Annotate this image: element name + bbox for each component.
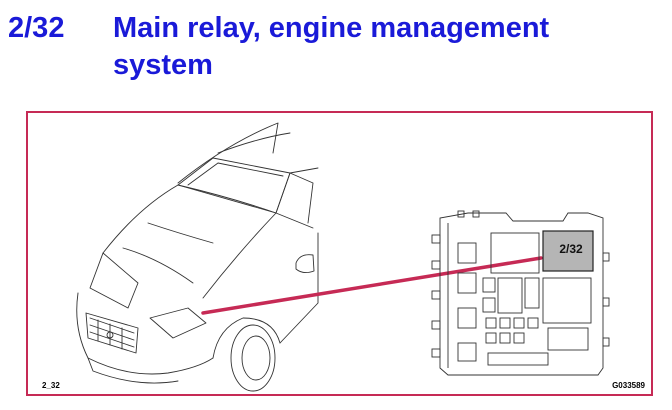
highlighted-relay — [542, 230, 594, 272]
illustration-frame: 2/32 2_32 G033589 — [26, 111, 653, 396]
location-diagram — [76, 122, 610, 392]
relay-label: 2/32 — [559, 242, 583, 256]
image-id-left: 2_32 — [42, 381, 60, 390]
component-code: 2/32 — [8, 12, 65, 44]
location-pointer — [201, 256, 543, 315]
image-id-right: G033589 — [612, 381, 645, 390]
page-title: Main relay, engine management system — [113, 12, 550, 81]
relay-box-diagram — [431, 210, 610, 376]
car-illustration — [76, 122, 319, 392]
